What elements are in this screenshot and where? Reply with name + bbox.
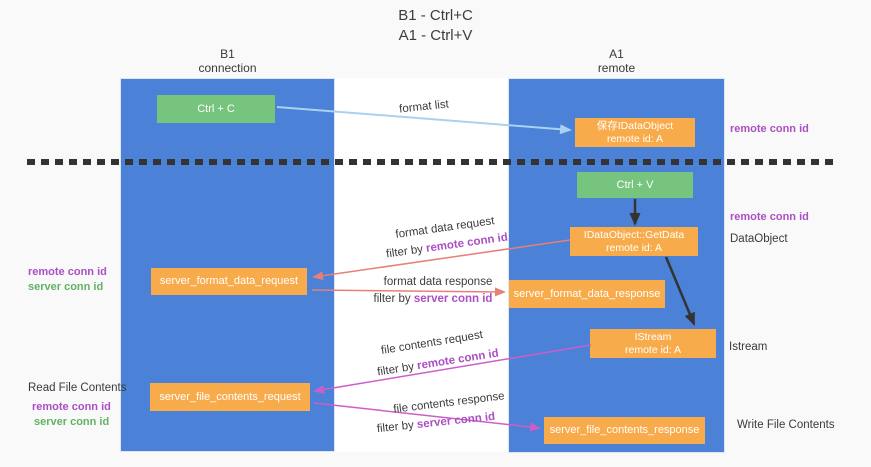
node-server-format-data-request: server_format_data_request — [151, 268, 307, 295]
server-conn-id-text: server conn id — [413, 293, 493, 305]
lane-header-b1: B1 connection — [120, 47, 335, 75]
node-ctrl-v-label: Ctrl + V — [616, 178, 654, 191]
lane-header-a1: A1 remote — [508, 47, 725, 75]
node-server-file-contents-request-label: server_file_contents_request — [159, 390, 301, 403]
node-istream-line1: IStream — [634, 330, 672, 343]
node-istream-line2: remote id: A — [624, 343, 682, 356]
right-remote-conn-id-label-2: remote conn id — [730, 211, 809, 223]
title-line-a1: A1 - Ctrl+V — [398, 27, 473, 44]
node-server-file-contents-request: server_file_contents_request — [150, 383, 310, 411]
node-save-idataobject-line2: remote id: A — [606, 132, 664, 145]
right-istream-label: Istream — [729, 341, 768, 353]
left-read-file-contents-label: Read File Contents — [28, 382, 127, 394]
diagram-title: B1 - Ctrl+C A1 - Ctrl+V — [0, 6, 871, 46]
node-idataobject-getdata: IDataObject::GetData remote id: A — [570, 227, 698, 256]
node-save-idataobject-line1: 保存IDataObject — [596, 119, 674, 132]
node-istream: IStream remote id: A — [590, 329, 716, 358]
node-server-format-data-request-label: server_format_data_request — [159, 275, 299, 287]
left-server-conn-id-label-2: server conn id — [34, 416, 110, 428]
node-idataobject-getdata-line2: remote id: A — [605, 241, 663, 254]
lane-b1-title: B1 — [220, 47, 235, 61]
lane-b1-subtitle: connection — [198, 61, 257, 75]
lane-a1-title: A1 — [609, 47, 624, 61]
left-server-conn-id-label-1: server conn id — [28, 281, 104, 293]
node-ctrl-c-label: Ctrl + C — [197, 102, 235, 115]
node-server-format-data-response: server_format_data_response — [509, 280, 665, 308]
node-server-format-data-response-label: server_format_data_response — [513, 287, 661, 300]
right-remote-conn-id-label-1: remote conn id — [730, 123, 809, 135]
node-server-file-contents-response-label: server_file_contents_response — [549, 424, 700, 436]
node-ctrl-v: Ctrl + V — [577, 172, 693, 198]
lane-a1-subtitle: remote — [597, 61, 636, 75]
title-line-b1: B1 - Ctrl+C — [398, 7, 473, 24]
format-data-response-label: format data response — [383, 276, 493, 288]
right-dataobject-label: DataObject — [730, 233, 788, 245]
node-save-idataobject: 保存IDataObject remote id: A — [575, 118, 695, 147]
node-server-file-contents-response: server_file_contents_response — [544, 417, 705, 444]
filter-by-text: filter by — [373, 293, 414, 305]
format-data-response-filter: filter by server conn id — [374, 293, 493, 305]
node-ctrl-c: Ctrl + C — [157, 95, 275, 123]
node-idataobject-getdata-line1: IDataObject::GetData — [583, 228, 685, 241]
left-remote-conn-id-label-2: remote conn id — [32, 401, 111, 413]
right-write-file-contents-label: Write File Contents — [737, 419, 835, 431]
left-remote-conn-id-label-1: remote conn id — [28, 266, 107, 278]
